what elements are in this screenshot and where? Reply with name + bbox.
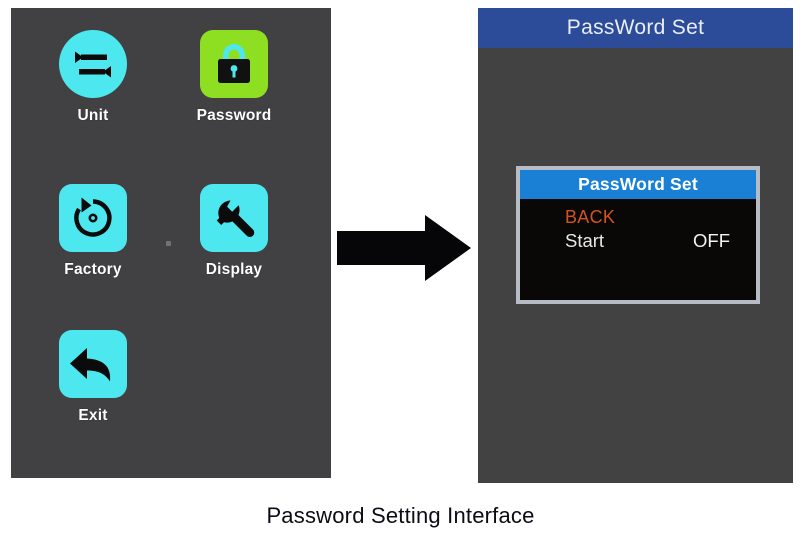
menu-item-label: Exit [78,407,108,424]
menu-item-factory[interactable]: Factory [33,184,153,279]
restore-reset-icon [59,184,127,252]
row-label: Start [565,230,605,251]
device-menu-panel: Unit Password F [11,8,331,478]
back-arrow-icon [59,330,127,398]
swap-arrows-icon [59,30,127,98]
device-screen-panel: PassWord Set PassWord Set BACK Start OFF [478,8,793,483]
menu-item-label: Factory [64,261,122,278]
menu-item-password[interactable]: Password [174,30,294,125]
row-value[interactable]: OFF [693,230,730,251]
figure-caption: Password Setting Interface [266,503,535,528]
padlock-icon [200,30,268,98]
menu-item-exit[interactable]: Exit [33,330,153,425]
menu-item-unit[interactable]: Unit [33,30,153,125]
menu-item-label: Unit [77,107,109,124]
icon-grid: Unit Password F [11,8,331,478]
dialog-back-item[interactable]: BACK [565,207,616,227]
separator-dot [166,241,171,246]
password-set-dialog[interactable]: PassWord Set BACK Start OFF [516,166,760,304]
dialog-title: PassWord Set [520,170,756,199]
wrench-icon [200,184,268,252]
right-arrow-icon [337,215,471,281]
menu-item-display[interactable]: Display [174,184,294,279]
dialog-body: BACK Start OFF [520,199,756,300]
dialog-row-start[interactable]: Start OFF [565,230,742,254]
menu-item-label: Display [205,261,263,278]
menu-item-label: Password [196,107,272,124]
screen-title: PassWord Set [478,8,793,48]
